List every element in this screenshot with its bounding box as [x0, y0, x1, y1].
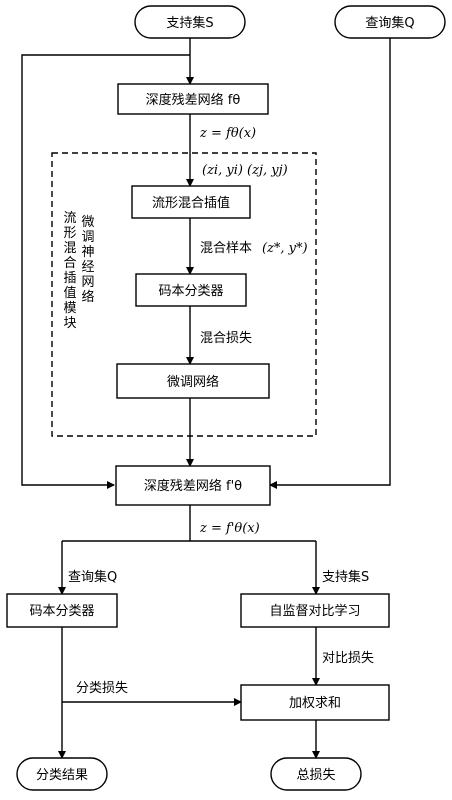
codebook-classifier-1-label: 码本分类器 [158, 284, 223, 299]
finetune-module-label: 微调神经网络 [81, 215, 94, 305]
weighted-sum-label: 加权求和 [289, 695, 341, 711]
self-supervised-label: 自监督对比学习 [269, 603, 360, 619]
codebook-classifier-1-node [135, 273, 247, 307]
edge-query-to-resnet2 [269, 38, 391, 489]
manifold-mix-label: 流形混合插值 [152, 195, 230, 211]
codebook-classifier-2-label: 码本分类器 [29, 604, 94, 619]
z-equation-1: z = fθ(x) [199, 126, 256, 141]
manifold-module-label: 流形混合插值模块 [63, 211, 76, 331]
query-set-top-label: 查询集Q [365, 15, 414, 31]
edge-support-bypass-to-resnet2 [21, 54, 190, 489]
sample-pairs-label: (zi, yi) (zj, yj) [202, 163, 288, 178]
support-set-branch-label: 支持集S [322, 569, 369, 585]
support-set-top-label: 支持集S [166, 15, 213, 31]
finetune-network-node [116, 363, 270, 399]
support-set-top-node [134, 5, 246, 39]
classification-result-node [16, 757, 108, 791]
self-supervised-node [240, 593, 390, 628]
resnet-2-node [115, 465, 271, 506]
query-set-top-node [334, 5, 446, 39]
mix-sample-label: 混合样本 [200, 241, 252, 256]
classification-result-label: 分类结果 [36, 768, 88, 783]
codebook-classifier-2-node [6, 593, 118, 628]
manifold-module-boundary [51, 152, 317, 437]
resnet-1-label: 深度残差网络 fθ [146, 92, 241, 108]
resnet-1-node [117, 83, 269, 115]
classification-loss-label: 分类损失 [76, 681, 128, 696]
mix-sample-math: (z*, y*) [262, 241, 308, 256]
weighted-sum-node [240, 684, 390, 721]
manifold-mix-node [131, 185, 251, 219]
z-equation-2: z = f'θ(x) [199, 521, 260, 536]
total-loss-node [270, 757, 362, 791]
total-loss-label: 总损失 [296, 768, 335, 783]
contrast-loss-label: 对比损失 [322, 651, 374, 666]
mix-loss-label: 混合损失 [200, 331, 252, 346]
resnet-2-label: 深度残差网络 f'θ [144, 478, 242, 494]
finetune-network-label: 微调网络 [167, 374, 219, 390]
query-set-branch-label: 查询集Q [68, 569, 117, 585]
